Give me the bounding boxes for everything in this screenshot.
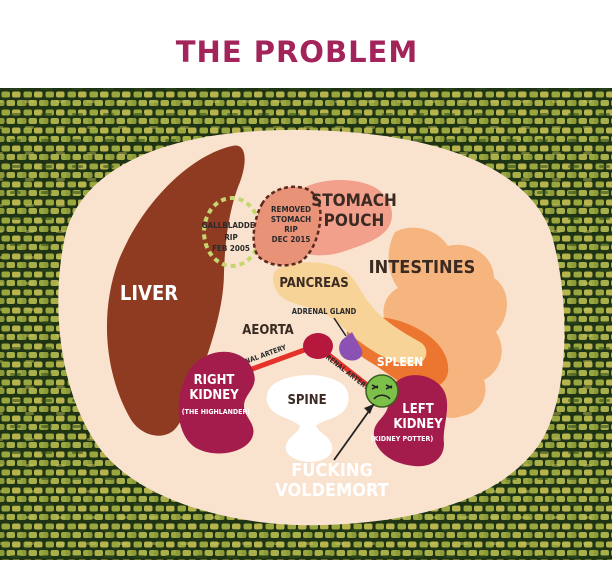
spleen-label: SPLEEN bbox=[377, 355, 423, 369]
svg-text:REMOVED: REMOVED bbox=[271, 205, 311, 214]
svg-text:LEFT: LEFT bbox=[402, 402, 433, 417]
sick-face-icon bbox=[365, 374, 399, 408]
aorta-vessel bbox=[303, 333, 333, 359]
right-kidney-nickname: (THE HIGHLANDER) bbox=[182, 408, 251, 416]
intestines-label: INTESTINES bbox=[369, 257, 476, 278]
left-kidney-label: LEFT KIDNEY bbox=[393, 402, 443, 432]
removed-stomach-label: REMOVED STOMACH RIP DEC 2015 bbox=[271, 205, 311, 244]
liver-label: LIVER bbox=[120, 281, 178, 305]
spine-label: SPINE bbox=[287, 393, 326, 408]
svg-text:RIP: RIP bbox=[224, 233, 238, 242]
pancreas-organ bbox=[273, 262, 427, 365]
svg-text:POUCH: POUCH bbox=[324, 211, 385, 231]
svg-text:STOMACH: STOMACH bbox=[311, 191, 397, 211]
aorta-label: AEORTA bbox=[242, 323, 293, 338]
tumor-label: FUCKING VOLDEMORT bbox=[275, 460, 388, 501]
svg-text:RIGHT: RIGHT bbox=[194, 373, 235, 388]
tumor-pointer bbox=[333, 403, 375, 461]
left-kidney-nickname: (KIDNEY POTTER) bbox=[371, 435, 434, 443]
adrenal-gland-pointer bbox=[333, 317, 347, 337]
svg-text:STOMACH: STOMACH bbox=[271, 215, 311, 224]
adrenal-gland-label: ADRENAL GLAND bbox=[292, 307, 357, 316]
svg-text:DEC 2015: DEC 2015 bbox=[272, 235, 311, 244]
right-kidney-label: RIGHT KIDNEY bbox=[189, 373, 239, 403]
svg-text:KIDNEY: KIDNEY bbox=[393, 417, 443, 432]
spine-bone bbox=[266, 375, 349, 462]
svg-text:FEB 2005: FEB 2005 bbox=[212, 244, 250, 253]
stomach-pouch-label: STOMACH POUCH bbox=[311, 191, 397, 231]
removed-stomach-outline bbox=[252, 185, 322, 267]
svg-text:GALLBLADDER: GALLBLADDER bbox=[202, 221, 261, 230]
tumor-pointer-arrowhead bbox=[364, 404, 374, 414]
svg-text:FUCKING: FUCKING bbox=[291, 460, 373, 481]
liver-organ bbox=[106, 145, 245, 436]
adrenal-gland-organ bbox=[339, 332, 363, 361]
pancreas-label: PANCREAS bbox=[279, 276, 348, 291]
page-title: THE PROBLEM bbox=[176, 35, 418, 69]
svg-text:KIDNEY: KIDNEY bbox=[189, 388, 239, 403]
gallbladder-label: GALLBLADDER RIP FEB 2005 bbox=[202, 221, 261, 253]
right-kidney-organ bbox=[178, 351, 255, 454]
svg-text:RIP: RIP bbox=[284, 225, 298, 234]
svg-text:VOLDEMORT: VOLDEMORT bbox=[275, 480, 388, 501]
